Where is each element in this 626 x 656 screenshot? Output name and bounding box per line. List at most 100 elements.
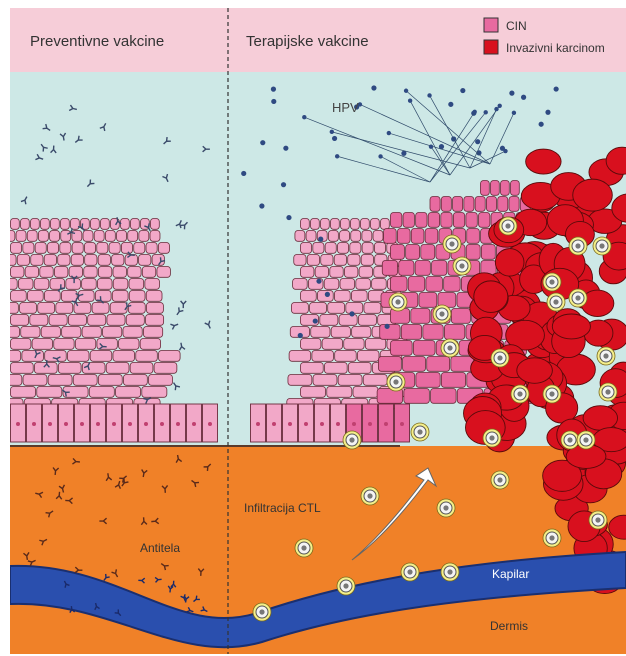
cell-nucleus — [144, 422, 148, 426]
carcinoma-cell — [495, 249, 524, 277]
epithelial-cell — [61, 291, 77, 302]
preventive-title: Preventivne vakcine — [30, 33, 164, 50]
epithelial-cell — [301, 291, 317, 302]
cin-cell — [408, 277, 425, 292]
hpv-particle — [271, 87, 276, 92]
cin-cell — [491, 181, 500, 196]
epithelial-cell — [27, 291, 43, 302]
cell-nucleus — [304, 422, 308, 426]
ctl-nucleus — [459, 263, 464, 268]
hpv-particle — [554, 86, 559, 91]
ctl-cell — [401, 563, 419, 581]
epithelial-cell — [149, 375, 173, 386]
cell-nucleus — [384, 422, 388, 426]
epithelial-cell — [362, 231, 372, 242]
epithelial-cell — [123, 375, 147, 386]
ctl-nucleus — [301, 545, 306, 550]
ctl-cell — [597, 347, 615, 365]
epithelial-cell — [90, 351, 112, 362]
cin-cell — [451, 309, 470, 324]
epithelial-cell — [142, 387, 167, 398]
epithelial-cell — [105, 231, 115, 242]
therapeutic-title: Terapijske vakcine — [246, 33, 369, 50]
epithelial-cell — [357, 351, 379, 362]
epithelial-cell — [352, 327, 371, 338]
ctl-nucleus — [595, 517, 600, 522]
hpv-particle — [521, 95, 526, 100]
epithelial-cell — [146, 315, 164, 326]
epithelial-cell — [338, 375, 362, 386]
ctl-nucleus — [497, 355, 502, 360]
epithelial-cell — [75, 339, 95, 350]
cin-cell — [403, 357, 426, 372]
epithelial-cell — [117, 231, 127, 242]
legend-swatch-cin — [484, 18, 498, 32]
epithelial-cell — [89, 387, 114, 398]
ctl-cell — [547, 293, 565, 311]
epithelial-cell — [322, 339, 342, 350]
hpv-particle — [472, 110, 476, 114]
epithelial-cell — [20, 303, 37, 314]
epithelial-cell — [157, 267, 170, 278]
epithelial-cell — [293, 279, 308, 290]
ctl-nucleus — [605, 389, 610, 394]
epithelial-cell — [129, 279, 144, 290]
epithelial-cell — [365, 339, 385, 350]
ctl-nucleus — [567, 437, 572, 442]
epithelial-cell — [146, 303, 163, 314]
epithelial-cell — [331, 219, 340, 230]
epithelial-cell — [40, 267, 53, 278]
epithelial-cell — [30, 315, 48, 326]
cin-cell — [428, 213, 439, 228]
epithelial-cell — [331, 327, 350, 338]
epithelial-cell — [145, 279, 160, 290]
cin-cell — [430, 197, 440, 212]
cin-cell — [413, 341, 435, 356]
ctl-nucleus — [349, 437, 354, 442]
epithelial-cell — [56, 303, 73, 314]
epithelial-cell — [373, 231, 383, 242]
epithelial-cell — [11, 267, 24, 278]
epithelial-cell — [159, 351, 181, 362]
epithelial-cell — [60, 243, 71, 254]
cin-cell — [391, 213, 402, 228]
epithelial-cell — [139, 255, 151, 266]
epithelial-cell — [69, 267, 82, 278]
epithelial-cell — [0, 327, 19, 338]
ctl-cell — [389, 293, 407, 311]
cin-cell — [378, 357, 401, 372]
epithelial-cell — [291, 303, 308, 314]
ctl-cell — [253, 603, 271, 621]
epithelial-cell — [143, 327, 162, 338]
epithelial-cell — [301, 219, 310, 230]
epithelial-cell — [136, 351, 158, 362]
epithelial-cell — [381, 219, 390, 230]
epithelial-cell — [294, 255, 306, 266]
epithelial-cell — [4, 255, 16, 266]
epithelial-cell — [5, 231, 15, 242]
cell-nucleus — [16, 422, 20, 426]
cin-cell — [411, 309, 430, 324]
ctl-nucleus — [259, 609, 264, 614]
carcinoma-cell — [552, 314, 590, 339]
hpv-particle — [429, 144, 433, 148]
epithelial-cell — [67, 351, 89, 362]
hpv-particle — [475, 139, 480, 144]
epithelial-cell — [16, 231, 26, 242]
cin-cell — [453, 197, 463, 212]
cin-cell — [419, 293, 437, 308]
epithelial-cell — [23, 375, 47, 386]
epithelial-cell — [17, 255, 29, 266]
cin-cell — [401, 325, 421, 340]
epithelial-cell — [38, 231, 48, 242]
hpv-particle — [460, 88, 465, 93]
epithelial-cell — [361, 219, 370, 230]
hpv-particle — [404, 89, 408, 93]
epithelial-cell — [344, 339, 364, 350]
hpv-particle — [241, 171, 246, 176]
cin-cell — [382, 261, 397, 276]
epithelial-cell — [44, 291, 60, 302]
ctl-nucleus — [549, 391, 554, 396]
epithelial-cell — [11, 219, 20, 230]
cin-cell — [441, 197, 451, 212]
